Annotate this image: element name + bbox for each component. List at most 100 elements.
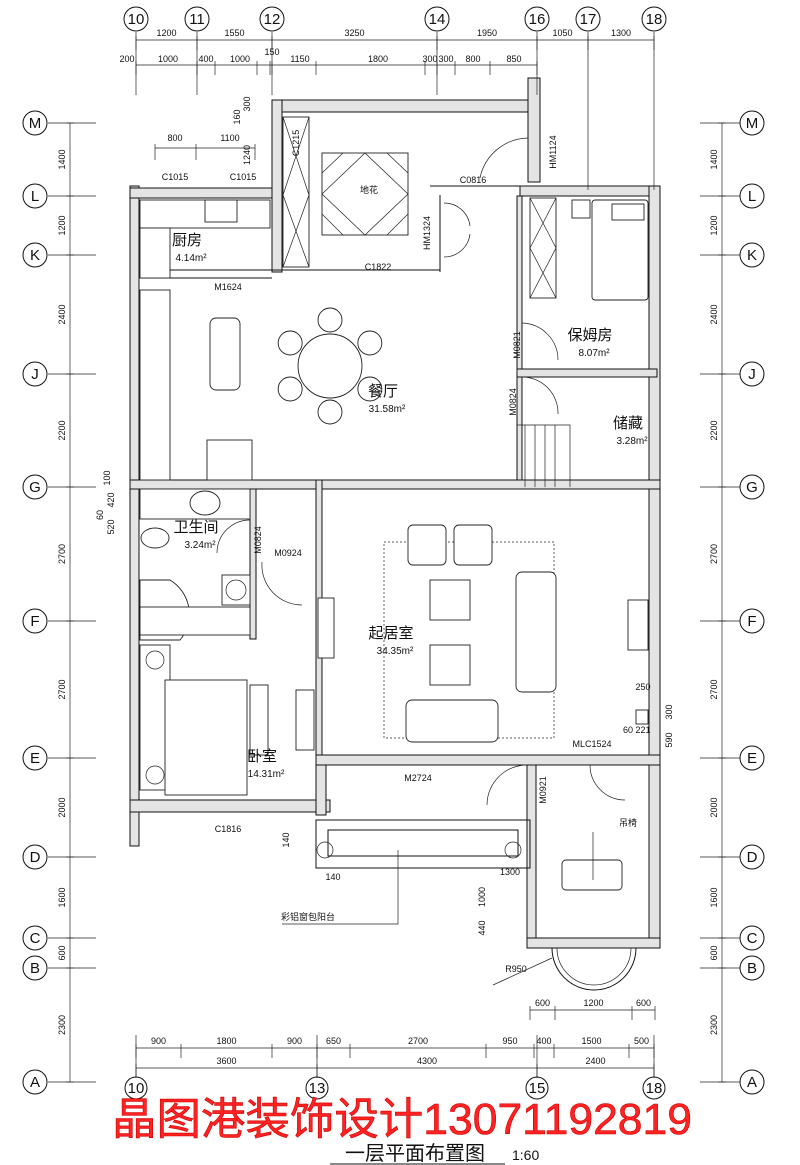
door-swings — [216, 137, 626, 806]
grid-row-K-left-label: K — [30, 247, 40, 264]
dim-bottom-row1: 400 — [536, 1036, 551, 1046]
dim-top-row2: 850 — [506, 54, 521, 64]
dim-left: 1600 — [57, 887, 67, 907]
dim-right: 2300 — [709, 1015, 719, 1035]
grid-row-B-right — [739, 955, 765, 981]
dim-right: 1600 — [709, 887, 719, 907]
dim-bay: 600 — [535, 998, 550, 1008]
sofa — [515, 571, 557, 693]
plan-label: 地花 — [360, 184, 378, 195]
dim-bottom-row2: 2400 — [585, 1056, 605, 1066]
grid-row-L-left-label: L — [31, 188, 39, 205]
dining-chair — [317, 399, 343, 425]
plan-label: C1015 — [162, 172, 189, 182]
dim-bottom-row1: 1500 — [581, 1036, 601, 1046]
plan-label: C1215 — [291, 130, 301, 157]
grid-row-E-right-label: E — [747, 750, 757, 767]
dim-annotation: 590 — [664, 732, 674, 747]
diflower-tile — [321, 152, 409, 236]
dim-bay: 1200 — [583, 998, 603, 1008]
dim-bottom-row1: 950 — [502, 1036, 517, 1046]
grid-row-D-left — [22, 844, 48, 870]
grid-row-M-right-label: M — [746, 115, 759, 132]
watermark: 晶图港装饰设计13071192819 — [112, 1095, 692, 1144]
plan-label: M0821 — [512, 331, 522, 359]
dim-top-row1: 1550 — [224, 28, 244, 38]
grid-row-J-left-label: J — [31, 366, 39, 383]
grid-row-M-right — [739, 110, 765, 136]
dim-right: 600 — [709, 945, 719, 960]
dim-right: 2700 — [709, 544, 719, 564]
furniture — [139, 116, 649, 891]
grid-col-11-top-label: 11 — [189, 11, 205, 28]
grid-row-C-right — [739, 925, 765, 951]
room-area: 3.28m² — [616, 436, 648, 447]
kitchen-table — [209, 317, 241, 391]
grid-col-18-top — [641, 6, 667, 32]
dim-top-row2: 400 — [198, 54, 213, 64]
dim-top-row1: 1050 — [552, 28, 572, 38]
grid-row-B-left-label: B — [30, 960, 40, 977]
plan-label: C1822 — [365, 262, 392, 272]
dim-top-row2: 300 — [422, 54, 437, 64]
grid-row-K-right — [739, 242, 765, 268]
grid-row-A-left-label: A — [30, 1074, 40, 1091]
dim-annotation: 800 — [167, 133, 182, 143]
dim-annotation: 1240 — [242, 145, 252, 165]
grid-col-13-bottom-label: 13 — [309, 1080, 326, 1097]
plan-label: M1624 — [214, 282, 242, 292]
grid-row-F-left — [22, 608, 48, 634]
dim-top-row2: 1800 — [368, 54, 388, 64]
dining-chair — [317, 307, 343, 333]
plan-label: M0924 — [274, 548, 302, 558]
dim-annotation: 1000 — [477, 887, 487, 907]
dim-annotation: 440 — [477, 920, 487, 935]
room-name: 厨房 — [172, 232, 202, 249]
dim-right: 2700 — [709, 679, 719, 699]
grid-row-E-left-label: E — [30, 750, 40, 767]
grid-row-F-right — [739, 608, 765, 634]
room-name: 卫生间 — [173, 519, 218, 536]
grid-col-14-top — [424, 6, 450, 32]
grid-row-A-right — [739, 1069, 765, 1095]
dim-left: 2300 — [57, 1015, 67, 1035]
grid-col-18-bottom-label: 18 — [646, 1080, 663, 1097]
dim-annotation: 300 — [664, 704, 674, 719]
dim-bottom-row2: 4300 — [417, 1056, 437, 1066]
plan-label: R950 — [505, 964, 527, 974]
grid-row-G-right-label: G — [746, 479, 758, 496]
dim-right: 1200 — [709, 215, 719, 235]
room-name: 卧室 — [247, 748, 277, 765]
grid-col-12-top-label: 12 — [264, 11, 281, 28]
plan-label: HM1324 — [422, 216, 432, 250]
dim-left: 1200 — [57, 215, 67, 235]
dim-annotation: 140 — [281, 832, 291, 847]
dim-annotation: 221 — [635, 725, 650, 735]
dim-top-row2: 1150 — [290, 54, 309, 64]
grid-col-10-bottom-label: 10 — [128, 1080, 145, 1097]
grid-row-E-left — [22, 745, 48, 771]
grid-row-B-right-label: B — [747, 960, 757, 977]
dim-annotation: 100 — [102, 470, 112, 485]
grid-col-16-top — [524, 6, 550, 32]
grid-row-F-right-label: F — [747, 613, 756, 630]
plan-label: C1816 — [215, 824, 242, 834]
dim-annotation: 140 — [325, 872, 340, 882]
dim-bottom-row1: 1800 — [216, 1036, 236, 1046]
nanny-bed — [591, 199, 649, 301]
dim-annotation: 300 — [242, 96, 252, 111]
plan-label: MLC1524 — [572, 739, 611, 749]
grid-row-C-left-label: C — [30, 930, 41, 947]
dim-top-row2: 800 — [465, 54, 480, 64]
room-area: 14.31m² — [248, 769, 285, 780]
grid-row-G-left — [22, 474, 48, 500]
room-area: 8.07m² — [578, 348, 610, 359]
plan-label: 彩铝窗包阳台 — [281, 911, 335, 922]
dim-annotation: 1300 — [500, 867, 520, 877]
grid-col-10-top-label: 10 — [128, 11, 145, 28]
dim-right: 2200 — [709, 420, 719, 440]
dim-top-row1: 1950 — [477, 28, 497, 38]
dim-annotation: 420 — [106, 492, 116, 507]
dim-right: 2000 — [709, 797, 719, 817]
